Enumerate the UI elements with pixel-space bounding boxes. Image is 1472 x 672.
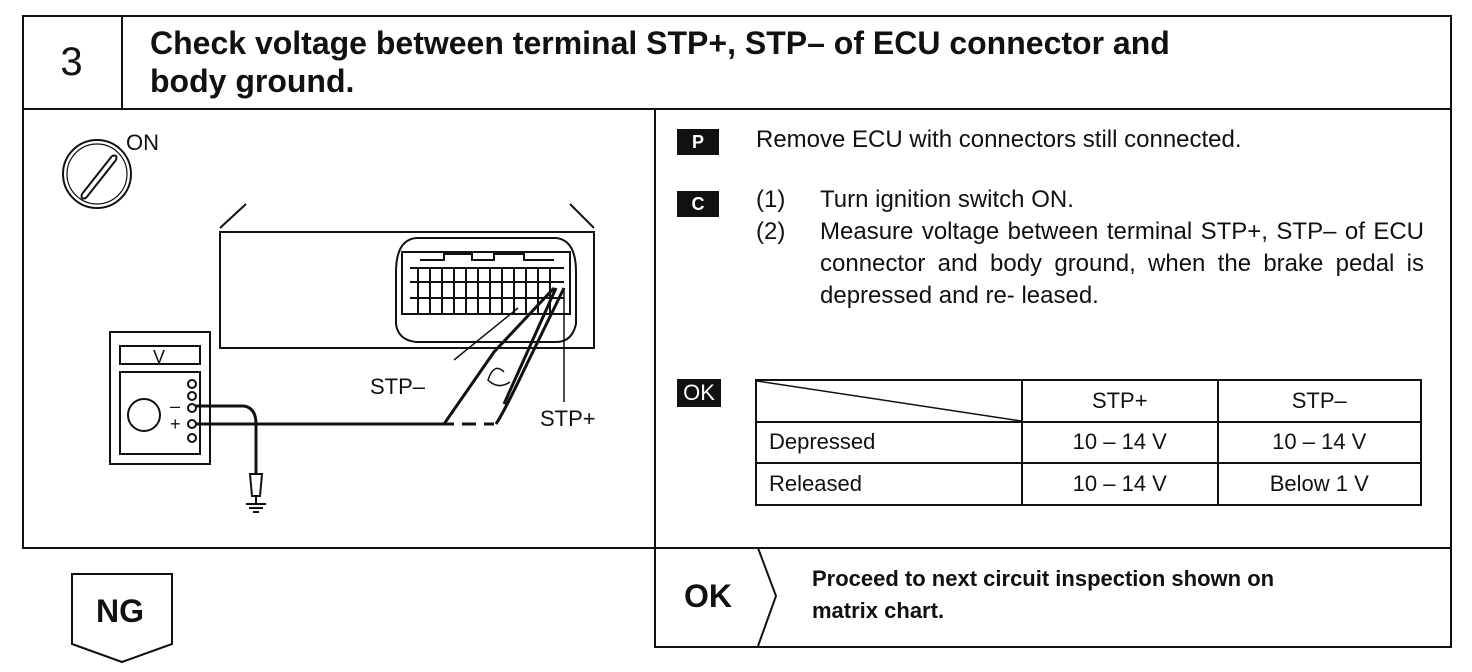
check-step: (2) Measure voltage between terminal STP…	[756, 216, 1424, 312]
ignition-on-label: ON	[126, 130, 159, 155]
wiring-diagram: ON V – + STP– STP+	[62, 130, 596, 513]
meter-plus-label: +	[170, 414, 181, 434]
step-num: (2)	[756, 218, 786, 245]
stp-minus-label: STP–	[370, 374, 426, 399]
table-row: Released 10 – 14 V Below 1 V	[755, 462, 1423, 506]
cell-stp-plus: 10 – 14 V	[1021, 420, 1219, 465]
cell-stp-minus: Below 1 V	[1216, 462, 1423, 506]
row-label: Released	[755, 462, 1023, 506]
step-title: Check voltage between terminal STP+, STP…	[150, 24, 1350, 100]
table-corner-cell	[755, 379, 1023, 423]
step-header	[22, 15, 1452, 110]
check-steps: (1) Turn ignition switch ON. (2) Measure…	[756, 184, 1424, 312]
ground-probe-icon	[246, 473, 266, 513]
ng-result-label: NG	[96, 593, 144, 629]
step-num: (1)	[756, 186, 786, 213]
ok-chevron-icon	[757, 548, 778, 647]
procedure-text: Remove ECU with connectors still connect…	[756, 126, 1242, 153]
ok-result-label: OK	[684, 578, 732, 614]
title-line-2: body ground.	[150, 63, 355, 99]
table-header: STP+	[1021, 379, 1219, 423]
ok-badge: OK	[677, 379, 721, 407]
meter-v-label: V	[153, 347, 165, 367]
table-header-row: STP+ STP–	[755, 379, 1423, 423]
check-badge: C	[677, 191, 719, 217]
ok-result-box	[654, 547, 1452, 648]
ignition-switch-icon	[62, 139, 132, 209]
table-row: Depressed 10 – 14 V 10 – 14 V	[755, 420, 1423, 465]
table-header: STP–	[1216, 379, 1423, 423]
column-divider	[654, 110, 656, 648]
procedure-badge: P	[677, 129, 719, 155]
meter-minus-label: –	[170, 396, 180, 416]
voltage-table: STP+ STP– Depressed 10 – 14 V 10 – 14 V …	[755, 379, 1423, 506]
row-label: Depressed	[755, 420, 1023, 465]
stp-plus-label: STP+	[540, 406, 596, 431]
step-text: Measure voltage between terminal STP+, S…	[820, 218, 1424, 309]
title-line-1: Check voltage between terminal STP+, STP…	[150, 25, 1170, 61]
voltmeter-icon	[109, 331, 211, 465]
cell-stp-minus: 10 – 14 V	[1216, 420, 1423, 465]
ok-result-text: Proceed to next circuit inspection shown…	[812, 566, 1275, 623]
step-number: 3	[22, 15, 123, 110]
content-frame	[22, 110, 1452, 549]
cell-stp-plus: 10 – 14 V	[1021, 462, 1219, 506]
step-text: Turn ignition switch ON.	[820, 186, 1074, 213]
diagonal-line	[757, 381, 1021, 421]
ng-arrow-icon	[71, 573, 173, 664]
check-step: (1) Turn ignition switch ON.	[756, 184, 1424, 216]
test-leads	[196, 286, 566, 474]
